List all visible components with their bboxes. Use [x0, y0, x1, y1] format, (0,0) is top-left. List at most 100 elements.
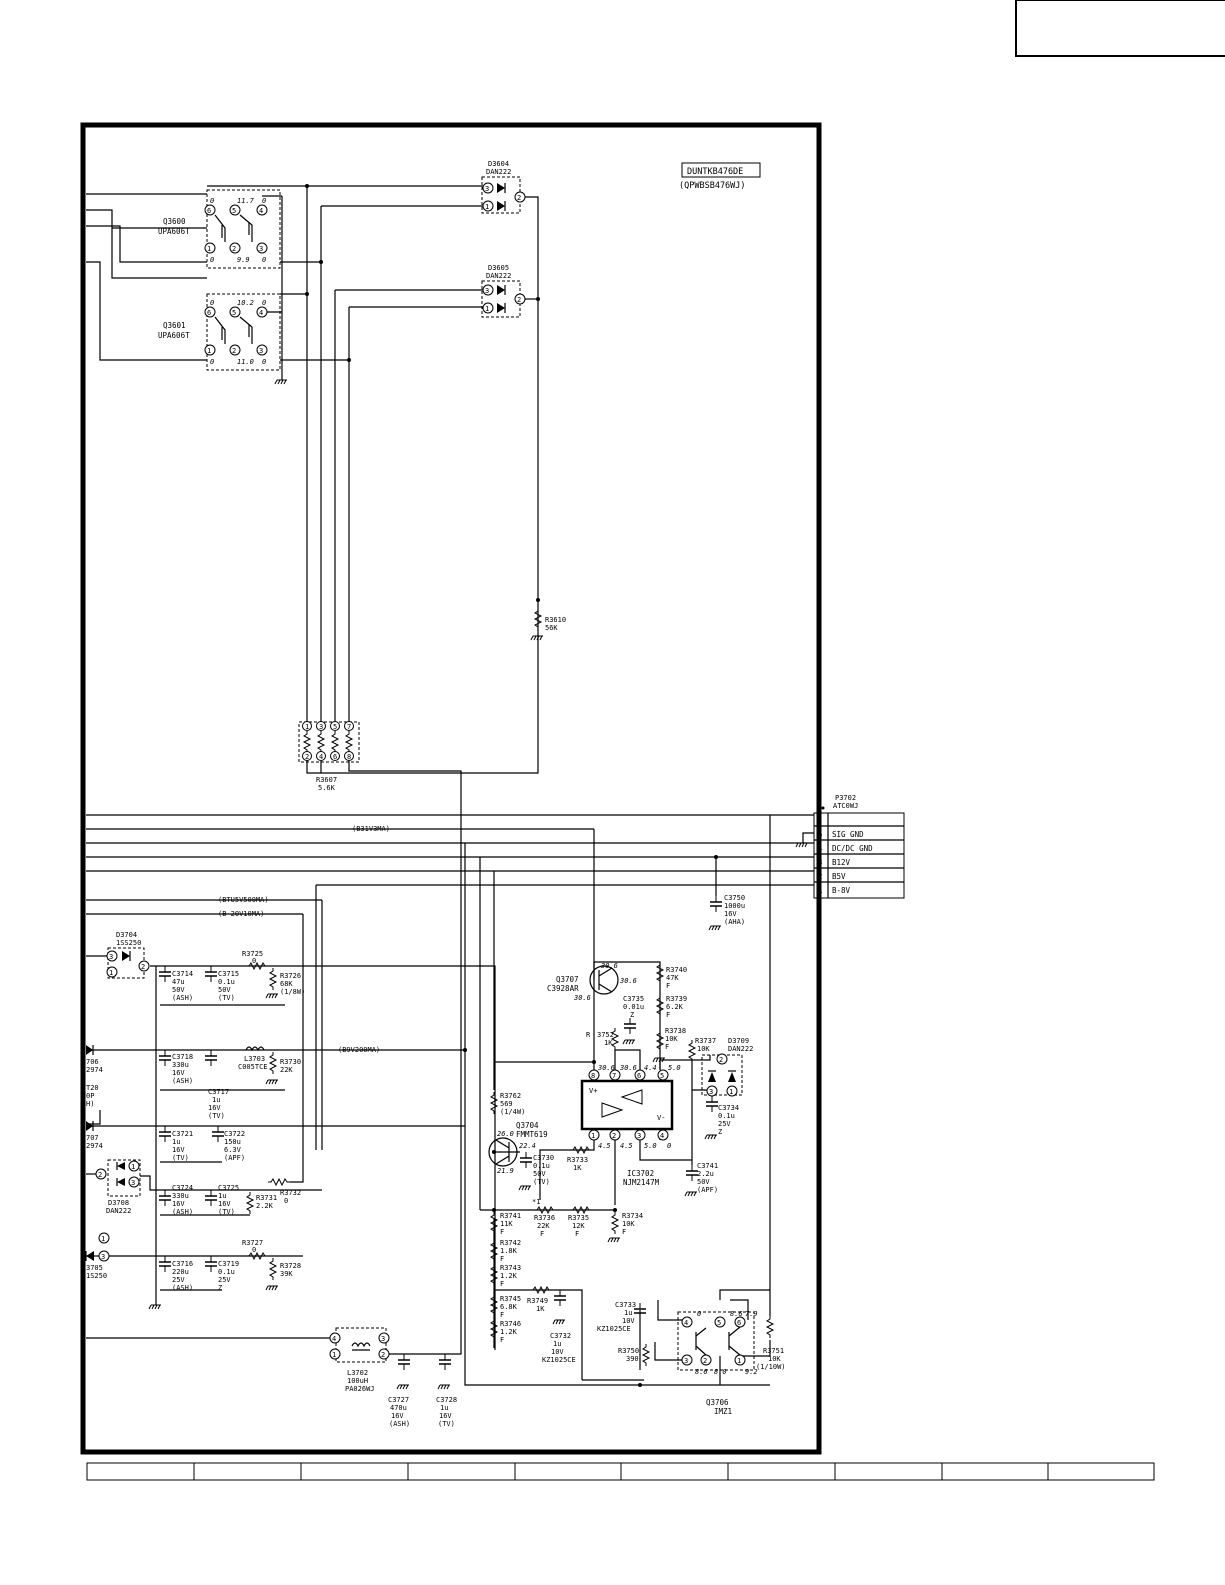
svg-text:1: 1 [101, 1235, 105, 1243]
svg-text:1u: 1u [172, 1138, 180, 1146]
svg-text:5.0: 5.0 [668, 1064, 681, 1072]
svg-text:11.0: 11.0 [237, 358, 254, 366]
q3601-type: UPA606T [158, 331, 190, 340]
svg-text:V-: V- [657, 1114, 665, 1122]
svg-text:3: 3 [259, 347, 263, 355]
svg-text:Q3706: Q3706 [706, 1398, 729, 1407]
svg-text:330u: 330u [172, 1192, 189, 1200]
svg-text:F: F [575, 1230, 579, 1238]
svg-text:R3734: R3734 [622, 1212, 643, 1220]
svg-text:6: 6 [207, 207, 211, 215]
svg-text:F: F [500, 1255, 504, 1263]
svg-text:(1/4W): (1/4W) [500, 1108, 525, 1116]
svg-text:(TV): (TV) [533, 1178, 550, 1186]
svg-text:5: 5 [717, 1319, 721, 1327]
svg-text:0: 0 [210, 299, 214, 307]
svg-text:0: 0 [697, 1310, 701, 1318]
diode-d3604: 3 1 2 D3604 DAN222 [481, 160, 526, 214]
svg-text:1u: 1u [440, 1404, 448, 1412]
svg-text:21.9: 21.9 [497, 1167, 514, 1175]
svg-text:5: 5 [232, 309, 236, 317]
q3600-ref: Q3600 [163, 217, 186, 226]
svg-text:47K: 47K [666, 974, 679, 982]
svg-text:R3728: R3728 [280, 1262, 301, 1270]
svg-text:2: 2 [612, 1132, 616, 1140]
transistor-q3600: 6 5 4 1 2 3 0 11.7 0 0 9.9 0 Q3600 UPA60… [158, 189, 281, 269]
resistor-r3751: R3751 10K (1/10W) [756, 1315, 786, 1371]
svg-text:1: 1 [485, 305, 489, 313]
svg-text:7.9: 7.9 [745, 1310, 758, 1318]
svg-text:(AHA): (AHA) [724, 918, 745, 926]
svg-text:10K: 10K [622, 1220, 635, 1228]
svg-text:10K: 10K [697, 1045, 710, 1053]
svg-text:2.2K: 2.2K [256, 1202, 274, 1210]
svg-text:8.0: 8.0 [714, 1368, 727, 1376]
transistor-q3601: 6 5 4 1 2 3 0 10.2 0 0 11.0 0 Q3601 UPA6… [158, 293, 281, 371]
svg-text:P3702: P3702 [835, 794, 856, 802]
capacitor-c3715: C3715 0.1u 50V (TV) [204, 965, 239, 1002]
svg-text:16V: 16V [439, 1412, 452, 1420]
svg-text:22K: 22K [537, 1222, 550, 1230]
capacitor-c3750: C3750 1000u 16V (AHA) [708, 894, 745, 931]
svg-text:47u: 47u [172, 978, 185, 986]
svg-text:R3736: R3736 [534, 1214, 555, 1222]
svg-text:Z: Z [630, 1011, 634, 1019]
resistor-r3750: R3750 390 [618, 1343, 650, 1367]
svg-text:0: 0 [252, 957, 256, 965]
svg-text:1: 1 [332, 1351, 336, 1359]
svg-text:2: 2 [517, 296, 521, 304]
svg-text:4: 4 [684, 1319, 688, 1327]
svg-text:1: 1 [305, 723, 309, 731]
svg-text:707: 707 [86, 1134, 99, 1142]
svg-text:1: 1 [729, 1088, 733, 1096]
svg-text:16V: 16V [218, 1200, 231, 1208]
svg-text:R3750: R3750 [618, 1347, 639, 1355]
resistor-r3731: R3731 2.2K [246, 1191, 277, 1215]
svg-text:KZ1025CE: KZ1025CE [542, 1356, 576, 1364]
svg-text:1: 1 [109, 969, 113, 977]
svg-text:56K: 56K [545, 624, 558, 632]
svg-text:R3740: R3740 [666, 966, 687, 974]
capacitor-c3734: C3734 0.1u 25V Z [704, 1095, 739, 1140]
svg-text:R3610: R3610 [545, 616, 566, 624]
svg-text:0.01u: 0.01u [623, 1003, 644, 1011]
svg-text:1S250: 1S250 [86, 1272, 107, 1280]
svg-text:Z: Z [218, 1284, 222, 1292]
resistor-r3735: R3735 12K F [568, 1206, 593, 1238]
resistor-r3610: R3610 56K [530, 607, 566, 641]
svg-text:(BTU5V500MA): (BTU5V500MA) [218, 896, 269, 904]
svg-text:C3750: C3750 [724, 894, 745, 902]
svg-text:(ASH): (ASH) [172, 994, 193, 1002]
svg-text:C3727: C3727 [388, 1396, 409, 1404]
svg-text:C3734: C3734 [718, 1104, 739, 1112]
svg-text:C3722: C3722 [224, 1130, 245, 1138]
svg-text:NJM2147M: NJM2147M [623, 1178, 660, 1187]
svg-text:C3928AR: C3928AR [547, 984, 579, 993]
svg-text:D3709: D3709 [728, 1037, 749, 1045]
svg-text:R3749: R3749 [527, 1297, 548, 1305]
svg-text:50V: 50V [697, 1178, 710, 1186]
svg-text:3: 3 [818, 858, 823, 867]
svg-text:4: 4 [818, 844, 823, 853]
svg-text:FMMT619: FMMT619 [516, 1130, 548, 1139]
capacitor-c3719: C3719 0.1u 25V Z [204, 1255, 239, 1292]
svg-text:1: 1 [818, 886, 823, 895]
svg-text:IMZ1: IMZ1 [714, 1407, 732, 1416]
capacitor-c3724: C3724 330u 16V (ASH) [158, 1184, 193, 1216]
resistor-r3742: R3742 1.8K F [490, 1239, 521, 1263]
svg-text:2974: 2974 [86, 1142, 103, 1150]
resistor-r3740: R3740 47K F [656, 961, 687, 990]
svg-text:25V: 25V [718, 1120, 731, 1128]
svg-text:R3730: R3730 [280, 1058, 301, 1066]
svg-text:3: 3 [637, 1132, 641, 1140]
capacitor-c3721: C3721 1u 16V (TV) [158, 1125, 193, 1162]
q3600-type: UPA606T [158, 227, 190, 236]
resistor-network-r3607: 1 3 5 7 2 4 6 8 R3607 5.6K [298, 721, 462, 1350]
svg-text:4: 4 [319, 753, 323, 761]
svg-text:KZ1025CE: KZ1025CE [597, 1325, 631, 1333]
svg-text:3: 3 [131, 1179, 135, 1187]
svg-text:DAN222: DAN222 [728, 1045, 753, 1053]
